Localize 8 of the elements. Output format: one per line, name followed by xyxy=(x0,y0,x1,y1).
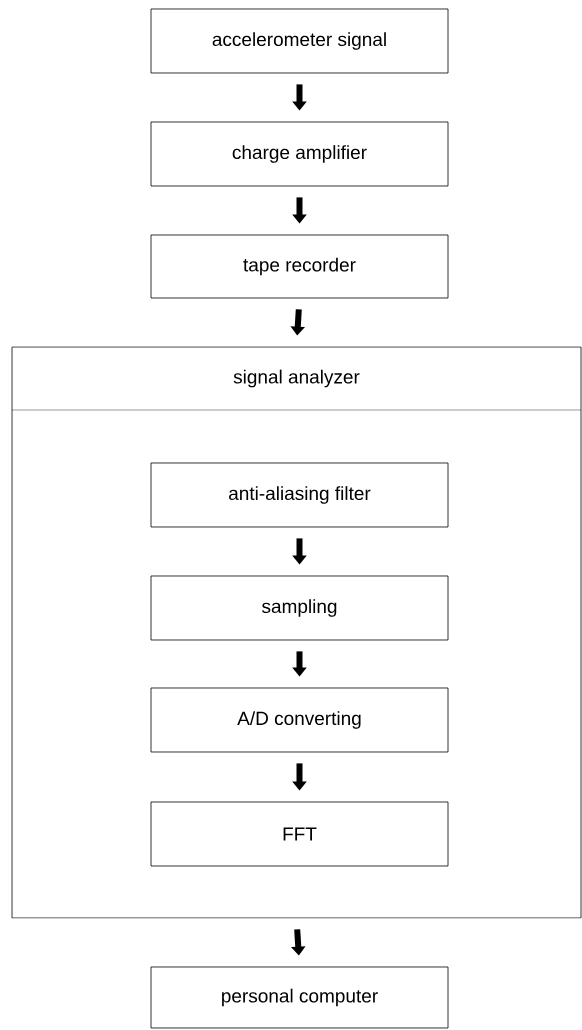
process-box: anti-aliasing filter xyxy=(150,462,449,528)
process-box: tape recorder xyxy=(150,234,449,299)
process-box: personal computer xyxy=(150,966,449,1029)
process-box: FFT xyxy=(150,801,449,867)
process-box: A/D converting xyxy=(150,687,449,753)
process-box: sampling xyxy=(150,575,449,641)
process-box: charge amplifier xyxy=(150,121,449,187)
process-box: accelerometer signal xyxy=(150,8,449,74)
